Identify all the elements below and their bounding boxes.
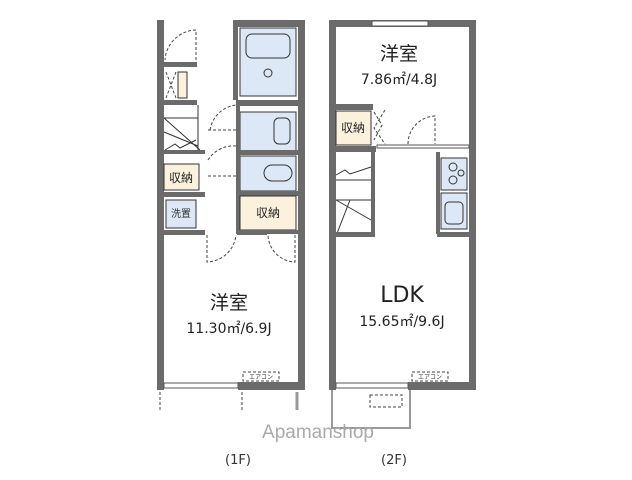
wall <box>233 20 305 27</box>
floor-label-1f: (1F) <box>225 453 251 468</box>
toilet-room <box>239 155 297 192</box>
floor-label-2f: (2F) <box>381 453 407 468</box>
washroom <box>239 111 297 153</box>
ldk-area: 15.65㎡/9.6J <box>359 314 444 330</box>
aircon-label: エアコン <box>418 374 442 381</box>
aircon-icon <box>411 371 449 382</box>
outdoor-unit <box>369 394 403 408</box>
watermark: Apamanshop <box>262 422 374 443</box>
sink-icon <box>273 117 291 145</box>
floor-2f: 収納 エアコン 洋室 7.86㎡/4.8J LDK 15.65㎡/9.6J <box>329 20 476 429</box>
aircon-label: エアコン <box>249 374 273 381</box>
ldk-name: LDK <box>380 283 424 308</box>
floor-1f: 収納 収納 洗置 エアコン 洋室 11.30㎡/6.9J <box>157 20 305 412</box>
storage-1f-a <box>163 163 200 191</box>
bathroom <box>239 27 297 97</box>
storage-2f <box>335 110 372 146</box>
balcony <box>331 390 411 429</box>
aircon-icon <box>242 371 280 382</box>
room-name: 洋室 <box>210 292 248 314</box>
storage-label: 収納 <box>256 206 280 220</box>
window <box>163 382 239 389</box>
room-area: 7.86㎡/4.8J <box>361 72 437 88</box>
bathtub-icon <box>245 33 291 59</box>
wall <box>157 20 164 390</box>
room-area: 11.30㎡/6.9J <box>186 321 271 337</box>
storage-label: 収納 <box>169 171 193 185</box>
toilet-icon <box>263 164 293 182</box>
window <box>371 20 429 27</box>
room-name: 洋室 <box>380 43 418 65</box>
window <box>335 382 409 389</box>
wall <box>298 20 305 390</box>
laundry-space <box>165 199 197 229</box>
storage-label: 収納 <box>341 121 365 135</box>
laundry-label: 洗置 <box>171 208 191 220</box>
